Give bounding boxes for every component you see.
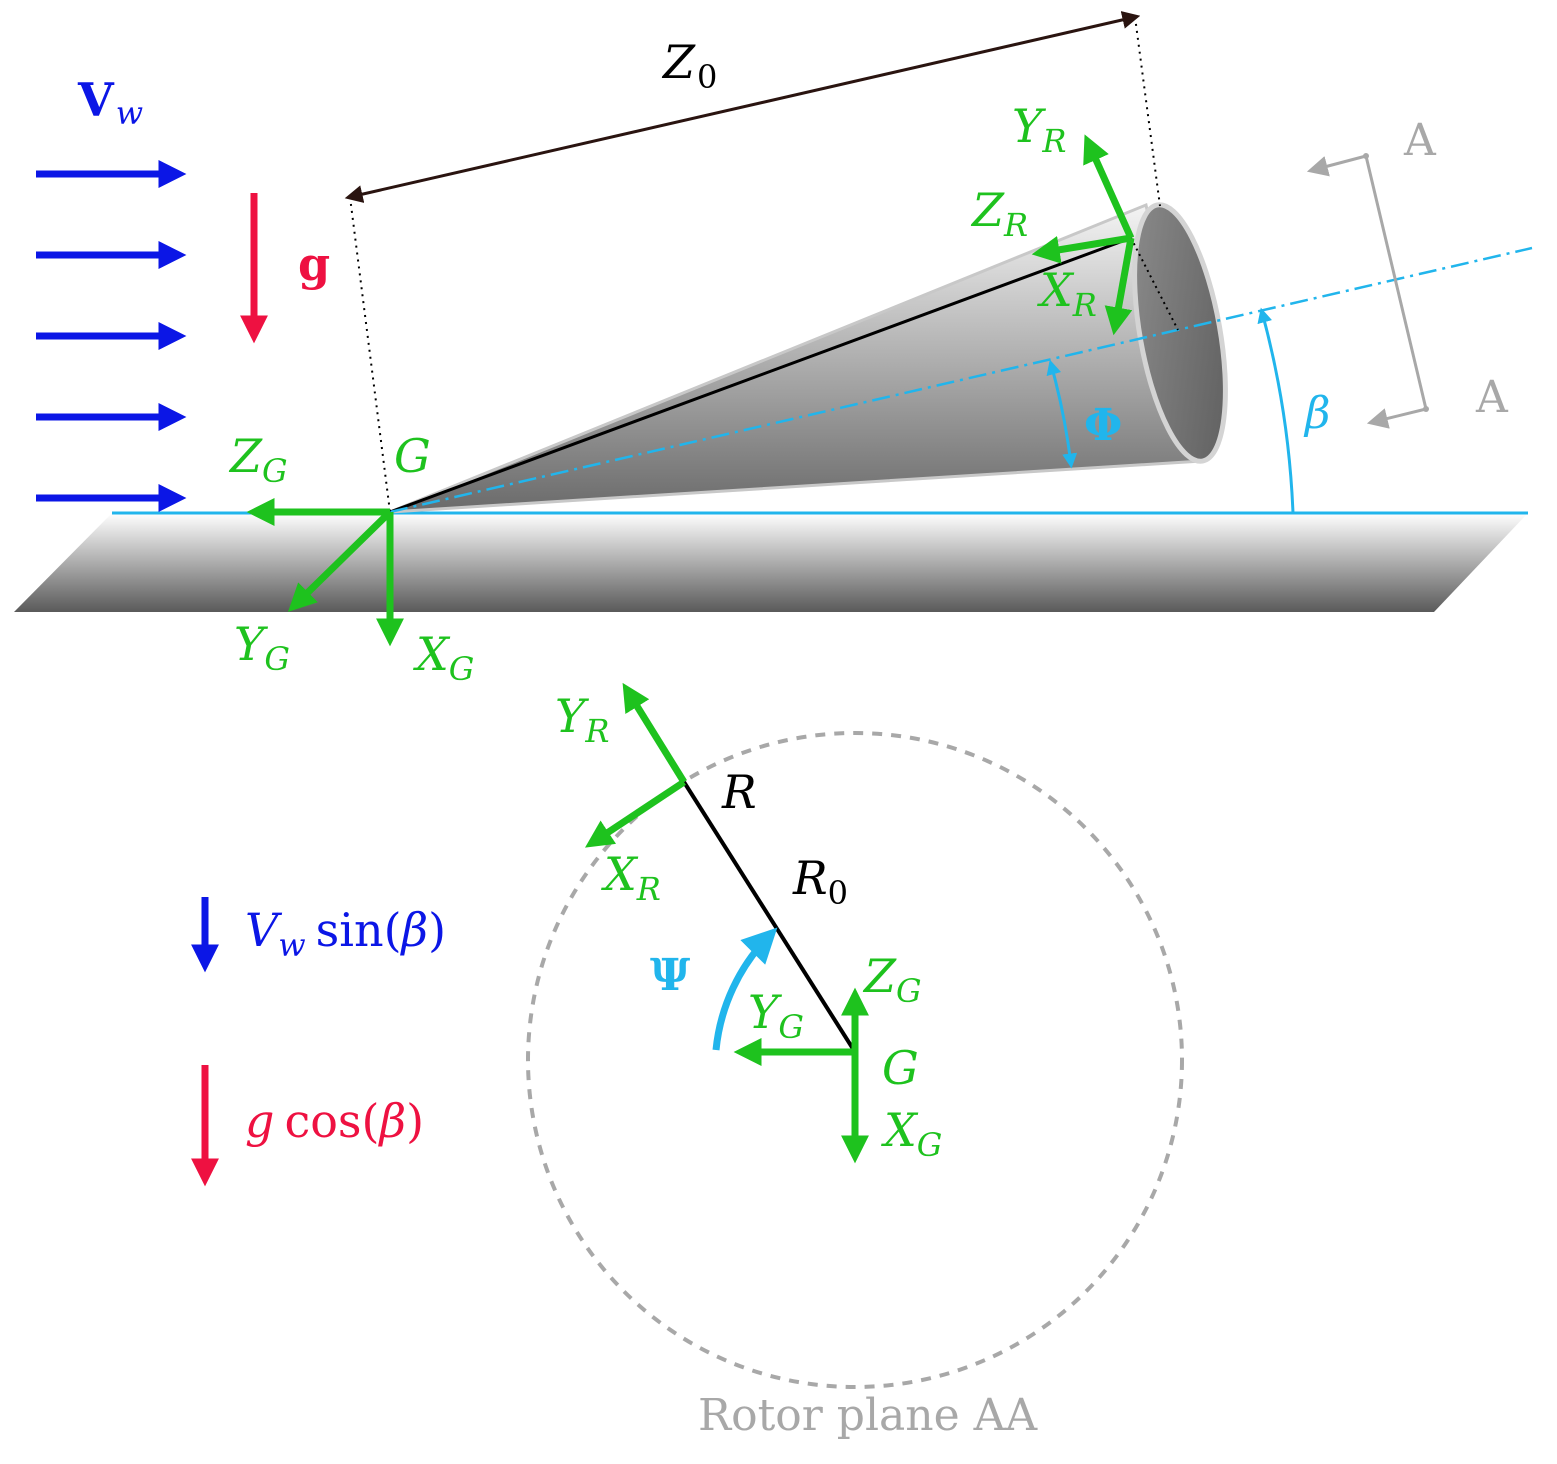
ground-origin-label: G	[394, 429, 431, 483]
z0-extension-right	[1134, 16, 1161, 207]
plane-rotor-y-axis	[622, 682, 687, 784]
rotor-x-axis	[1104, 237, 1135, 336]
z0-dimension-arrow	[344, 11, 1141, 203]
rotor-frame-axes	[1031, 134, 1135, 336]
plane-rotor-origin-label: R	[721, 765, 757, 819]
plane-ground-x-label: XG	[881, 1103, 942, 1164]
gravity-label: g	[298, 237, 330, 291]
rotor-y-axis	[1083, 134, 1135, 240]
plane-rotor-frame-axes	[584, 682, 687, 848]
section-a-top-label: A	[1403, 115, 1437, 166]
rotor-z-label: ZR	[970, 183, 1028, 244]
beta-angle-arc	[1257, 307, 1295, 514]
ground-y-label: YG	[234, 617, 290, 678]
ground-y-axis	[287, 509, 393, 612]
cone-rim	[1132, 202, 1228, 464]
plane-rotor-x-label: XR	[601, 847, 661, 908]
section-a-top-dot	[1363, 153, 1369, 159]
ground-z-label: ZG	[228, 429, 288, 490]
rotor-plane-circle	[526, 731, 1184, 1389]
plane-ground-origin-label: G	[882, 1041, 919, 1095]
plane-ground-z-label: ZG	[862, 949, 922, 1010]
r0-label: R0	[792, 851, 848, 912]
rotor-x-label: XR	[1037, 263, 1097, 324]
ground-frame-axes	[246, 498, 404, 647]
beta-label: β	[1303, 388, 1330, 439]
z0-extension-left	[349, 196, 391, 513]
plane-ground-frame-axes	[733, 987, 869, 1164]
section-a-bottom-label: A	[1475, 372, 1509, 423]
ground-plane	[14, 513, 1528, 612]
rotor-plane-caption: Rotor plane AA	[698, 1390, 1038, 1441]
rotor-z-axis	[1031, 234, 1132, 264]
plane-rotor-y-label: YR	[555, 689, 609, 750]
plane-ground-y-label: YG	[748, 985, 804, 1046]
rotor-y-label: YR	[1012, 99, 1066, 160]
r0-radius-line	[682, 780, 857, 1054]
psi-angle-arc	[712, 927, 778, 1051]
tether-line	[389, 236, 1132, 514]
rotor-axis-line	[389, 246, 1533, 514]
section-aa-marker	[1306, 154, 1428, 429]
section-a-bottom-dot	[1423, 406, 1429, 412]
wind-arrows	[36, 160, 187, 512]
plane-rotor-x-axis	[584, 779, 686, 848]
phi-label: Φ	[1084, 400, 1122, 451]
phi-angle-arc	[1046, 359, 1078, 469]
psi-label: Ψ	[650, 950, 690, 1001]
z0-label: Z0	[661, 35, 717, 96]
ground-x-label: XG	[413, 627, 474, 688]
wind-velocity-label: Vw	[77, 73, 143, 132]
